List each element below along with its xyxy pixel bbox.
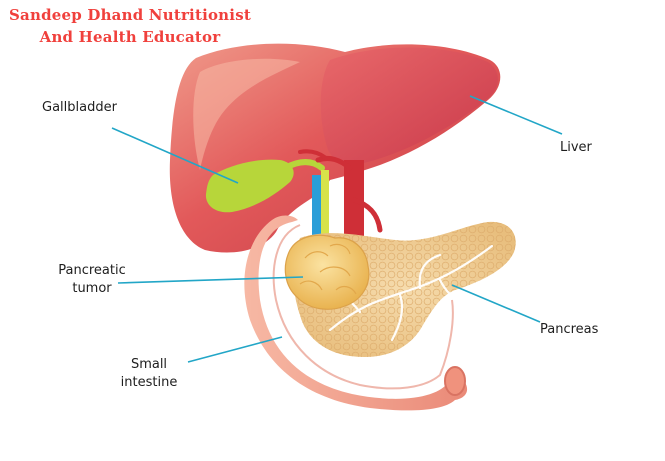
small-intestine-label-line2: intestine <box>120 375 178 390</box>
cystic-duct <box>282 159 325 171</box>
liver-leader-line <box>469 95 563 135</box>
tumor-lobes <box>299 243 357 295</box>
common-bile-duct <box>321 170 329 236</box>
intestine-opening <box>444 366 466 396</box>
pancreas-label: Pancreas <box>540 322 599 337</box>
pancreas-leader-line <box>451 284 541 323</box>
intestine-leader-line <box>187 336 283 363</box>
pancreatic-tumor-label-line1: Pancreatic <box>58 263 126 278</box>
gallbladder-leader-line <box>111 127 239 184</box>
pancreatic-tumor-label: Pancreatic tumor <box>42 262 142 298</box>
tumor-leader-line <box>117 276 304 284</box>
liver-highlight <box>193 58 300 170</box>
gallbladder-label: Gallbladder <box>42 100 117 115</box>
hepatic-vessel <box>298 149 328 160</box>
small-intestine-shape <box>244 215 468 411</box>
pancreatic-tumor-shape <box>284 234 370 310</box>
header-title-line2: And Health Educator <box>39 28 221 46</box>
small-intestine-outer <box>272 224 454 390</box>
pancreatic-tumor-label-line2: tumor <box>72 281 112 296</box>
artery-branch <box>315 155 383 233</box>
small-intestine-label-line1: Small <box>130 357 168 372</box>
small-intestine-label: Small intestine <box>104 356 194 392</box>
gallbladder-shape <box>205 159 294 213</box>
liver-right-lobe <box>320 47 498 165</box>
header-title-line1: Sandeep Dhand Nutritionist <box>9 6 251 24</box>
liver-label: Liver <box>560 140 592 155</box>
